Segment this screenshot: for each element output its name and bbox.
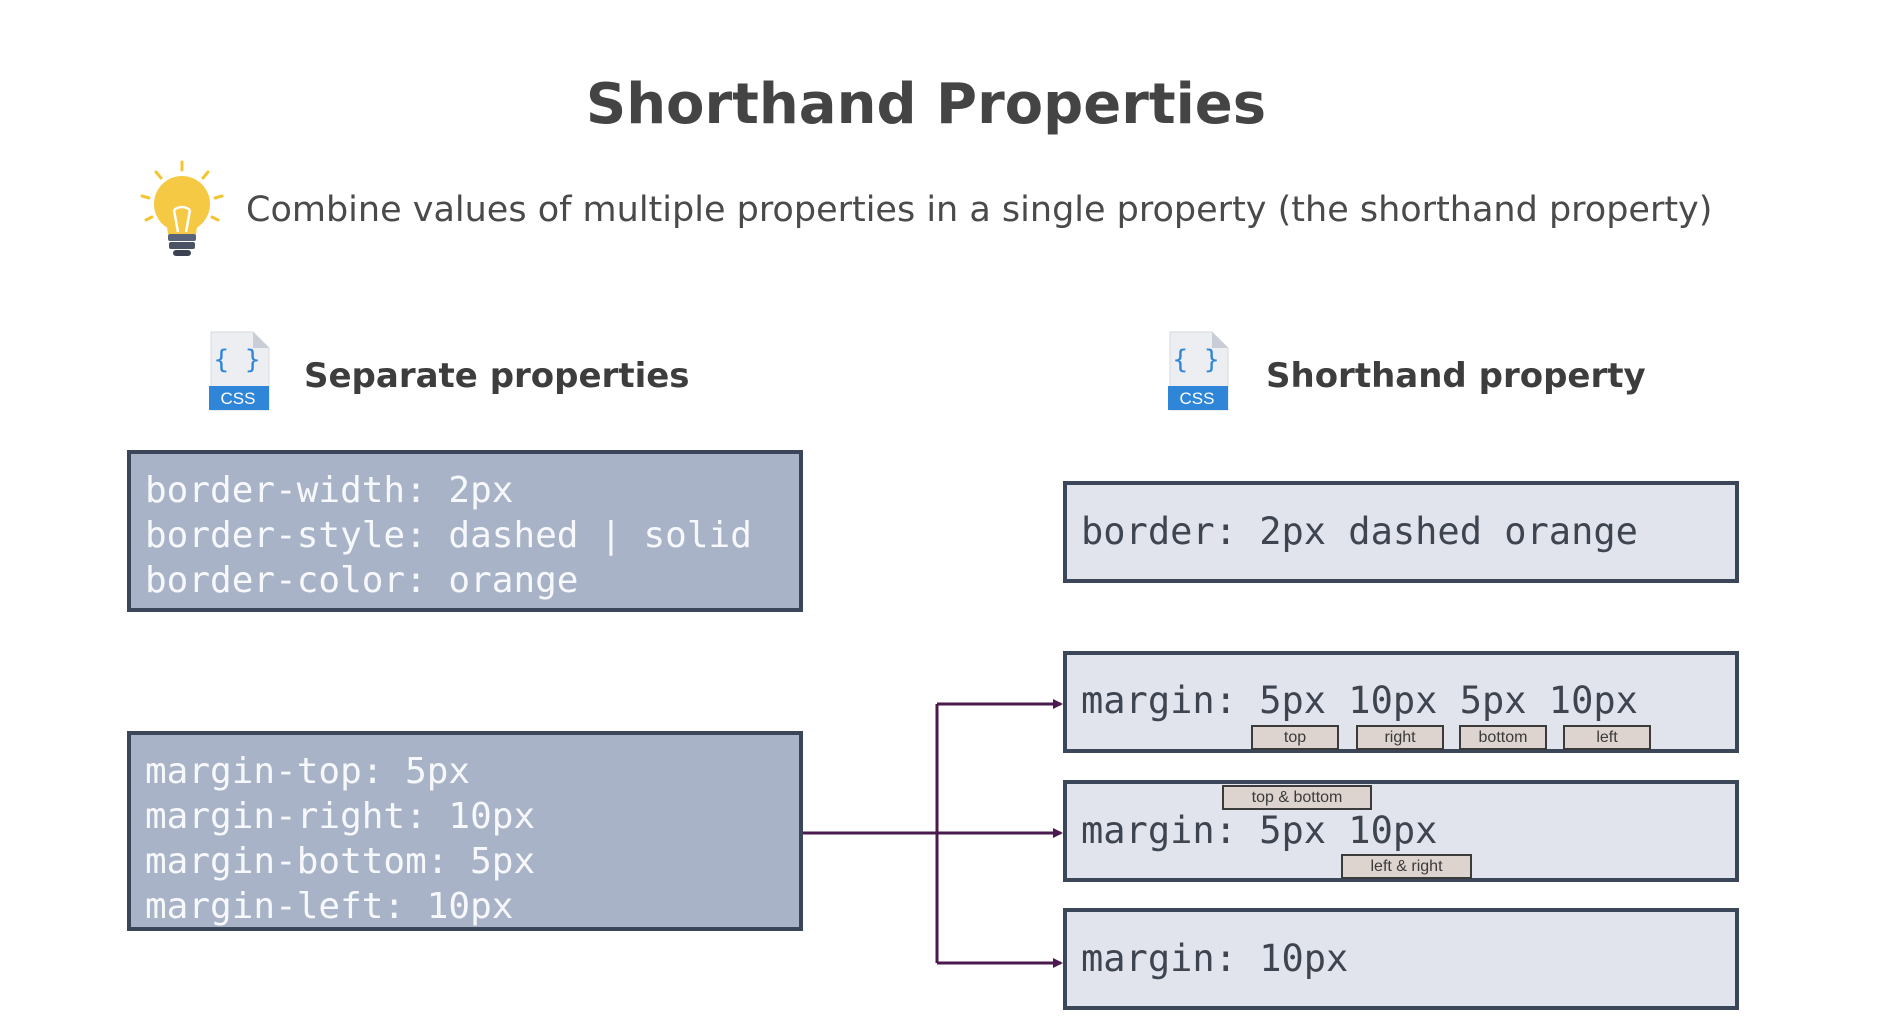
code-line: margin: 10px xyxy=(1081,937,1349,980)
css-file-icon: { } CSS xyxy=(209,331,270,411)
value-tag-left-right: left & right xyxy=(1341,854,1472,879)
separate-properties-heading: Separate properties xyxy=(304,356,690,396)
subtitle: Combine values of multiple properties in… xyxy=(246,190,1713,230)
shorthand-margin-four-code-box: margin: 5px 10px 5px 10px xyxy=(1063,651,1739,753)
code-line: margin: 5px 10px xyxy=(1081,809,1438,852)
code-line: margin-right: 10px xyxy=(145,796,536,837)
code-line: border-width: 2px xyxy=(145,470,514,511)
value-tag-bottom: bottom xyxy=(1459,725,1547,750)
value-tag-left: left xyxy=(1563,725,1651,750)
code-line: border: 2px dashed orange xyxy=(1081,510,1638,553)
page-title: Shorthand Properties xyxy=(585,72,1267,137)
svg-text:CSS: CSS xyxy=(221,389,256,408)
shorthand-margin-one-code-box: margin: 10px xyxy=(1063,908,1739,1010)
code-line: border-color: orange xyxy=(145,560,579,601)
value-tag-right: right xyxy=(1356,725,1444,750)
code-line: margin-top: 5px xyxy=(145,751,471,792)
code-line: margin-left: 10px xyxy=(145,886,514,927)
svg-text:{ }: { } xyxy=(214,345,261,375)
svg-text:CSS: CSS xyxy=(1180,389,1215,408)
value-tag-top: top xyxy=(1251,725,1339,750)
shorthand-property-heading: Shorthand property xyxy=(1266,356,1646,396)
value-tag-top-bottom: top & bottom xyxy=(1222,785,1372,810)
code-line: margin: 5px 10px 5px 10px xyxy=(1081,679,1638,722)
code-line: border-style: dashed | solid xyxy=(145,515,752,556)
shorthand-border-code-box: border: 2px dashed orange xyxy=(1063,481,1739,583)
shorthand-margin-two-code-box: margin: 5px 10px xyxy=(1063,780,1739,882)
svg-text:{ }: { } xyxy=(1173,345,1220,375)
lightbulb-icon xyxy=(140,160,224,256)
code-line: margin-bottom: 5px xyxy=(145,841,536,882)
css-file-icon: { } CSS xyxy=(1168,331,1229,411)
